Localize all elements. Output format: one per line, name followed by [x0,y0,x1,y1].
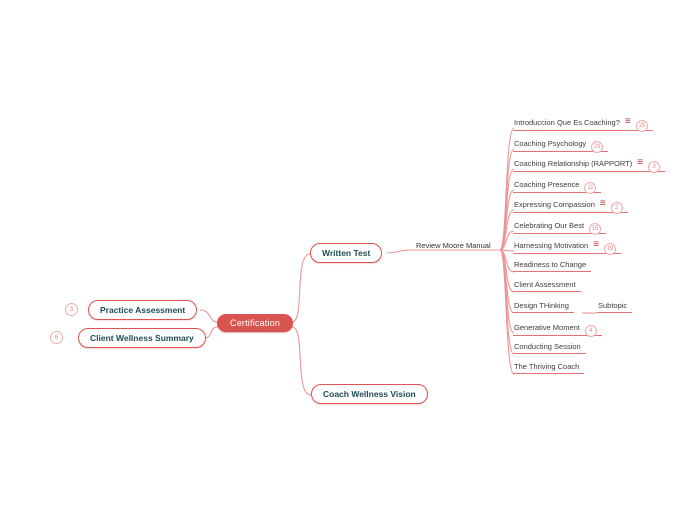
leaf-node-introduccion[interactable]: Introduccion Que Es Coaching? ≡ 15 [513,116,653,132]
leaf-node-coaching-psychology[interactable]: Coaching Psychology 29 [513,137,609,153]
leaf-label: Introduccion Que Es Coaching? [514,117,620,127]
client-wellness-summary-label: Client Wellness Summary [90,333,194,343]
leaf-node-generative-moment[interactable]: Generative Moment 4 [513,321,602,337]
leaf-node-coaching-relationship[interactable]: Coaching Relationship (RAPPORT) ≡ 3 [513,157,666,173]
leaf-label: Coaching Relationship (RAPPORT) [514,158,633,168]
notes-icon[interactable]: ≡ [599,198,606,209]
leaf-label: Design THinking [514,301,569,310]
count-badge[interactable]: 15 [589,223,602,235]
leaf-node-client-assessment[interactable]: Client Assessment [513,280,581,292]
client-wellness-summary-count-badge[interactable]: 6 [50,331,63,344]
leaf-node-conducting-session[interactable]: Conducting Session [513,342,586,354]
leaf-label: Client Assessment [514,280,576,289]
count-badge[interactable]: 11 [584,182,597,194]
count-badge[interactable]: 19 [604,243,617,255]
notes-icon[interactable]: ≡ [593,239,600,250]
leaf-label: Generative Moment [514,322,580,332]
center-node-certification[interactable]: Certification [217,314,294,332]
center-node-label: Certification [230,318,281,328]
leaf-node-coaching-presence[interactable]: Coaching Presence 11 [513,178,602,194]
subtopic-node[interactable]: Subtopic [597,301,633,313]
count-badge[interactable]: 15 [635,120,648,132]
practice-assessment-label: Practice Assessment [100,305,186,315]
notes-icon[interactable]: ≡ [624,116,631,127]
notes-icon[interactable]: ≡ [637,157,644,168]
badge-number: 6 [54,334,59,341]
written-test-node[interactable]: Written Test [310,243,383,263]
count-badge[interactable]: 29 [591,141,604,153]
leaf-label: The Thriving Coach [514,362,580,371]
count-badge[interactable]: 3 [648,161,661,173]
leaf-label: Coaching Psychology [514,138,587,148]
leaf-node-the-thriving-coach[interactable]: The Thriving Coach [513,362,585,374]
leaf-label: Harnessing Motivation [514,240,589,250]
written-test-label: Written Test [322,248,371,258]
client-wellness-summary-node[interactable]: Client Wellness Summary [78,328,206,348]
leaf-label: Coaching Presence [514,179,580,189]
leaf-label: Expressing Compassion [514,199,595,209]
coach-wellness-vision-node[interactable]: Coach Wellness Vision [311,384,428,404]
practice-assessment-count-badge[interactable]: 3 [65,303,78,316]
badge-number: 3 [69,306,74,313]
leaf-label: Readiness to Change [514,260,587,269]
leaf-label: Celebrating Our Best [514,220,585,230]
leaf-label: Conducting Session [514,342,581,351]
subtopic-label: Subtopic [598,301,628,310]
leaf-node-expressing-compassion[interactable]: Expressing Compassion ≡ 2 [513,198,628,214]
coach-wellness-vision-label: Coach Wellness Vision [323,389,416,399]
review-moore-manual-node[interactable]: Review Moore Manual [416,241,491,250]
count-badge[interactable]: 4 [584,325,597,337]
leaf-node-celebrating-our-best[interactable]: Celebrating Our Best 15 [513,219,607,235]
count-badge[interactable]: 2 [610,202,623,214]
practice-assessment-node[interactable]: Practice Assessment [88,300,198,320]
leaf-node-harnessing-motivation[interactable]: Harnessing Motivation ≡ 19 [513,239,622,255]
leaf-node-readiness-to-change[interactable]: Readiness to Change [513,260,592,272]
leaf-node-design-thinking[interactable]: Design THinking [513,301,574,313]
review-moore-manual-label: Review Moore Manual [416,241,491,250]
